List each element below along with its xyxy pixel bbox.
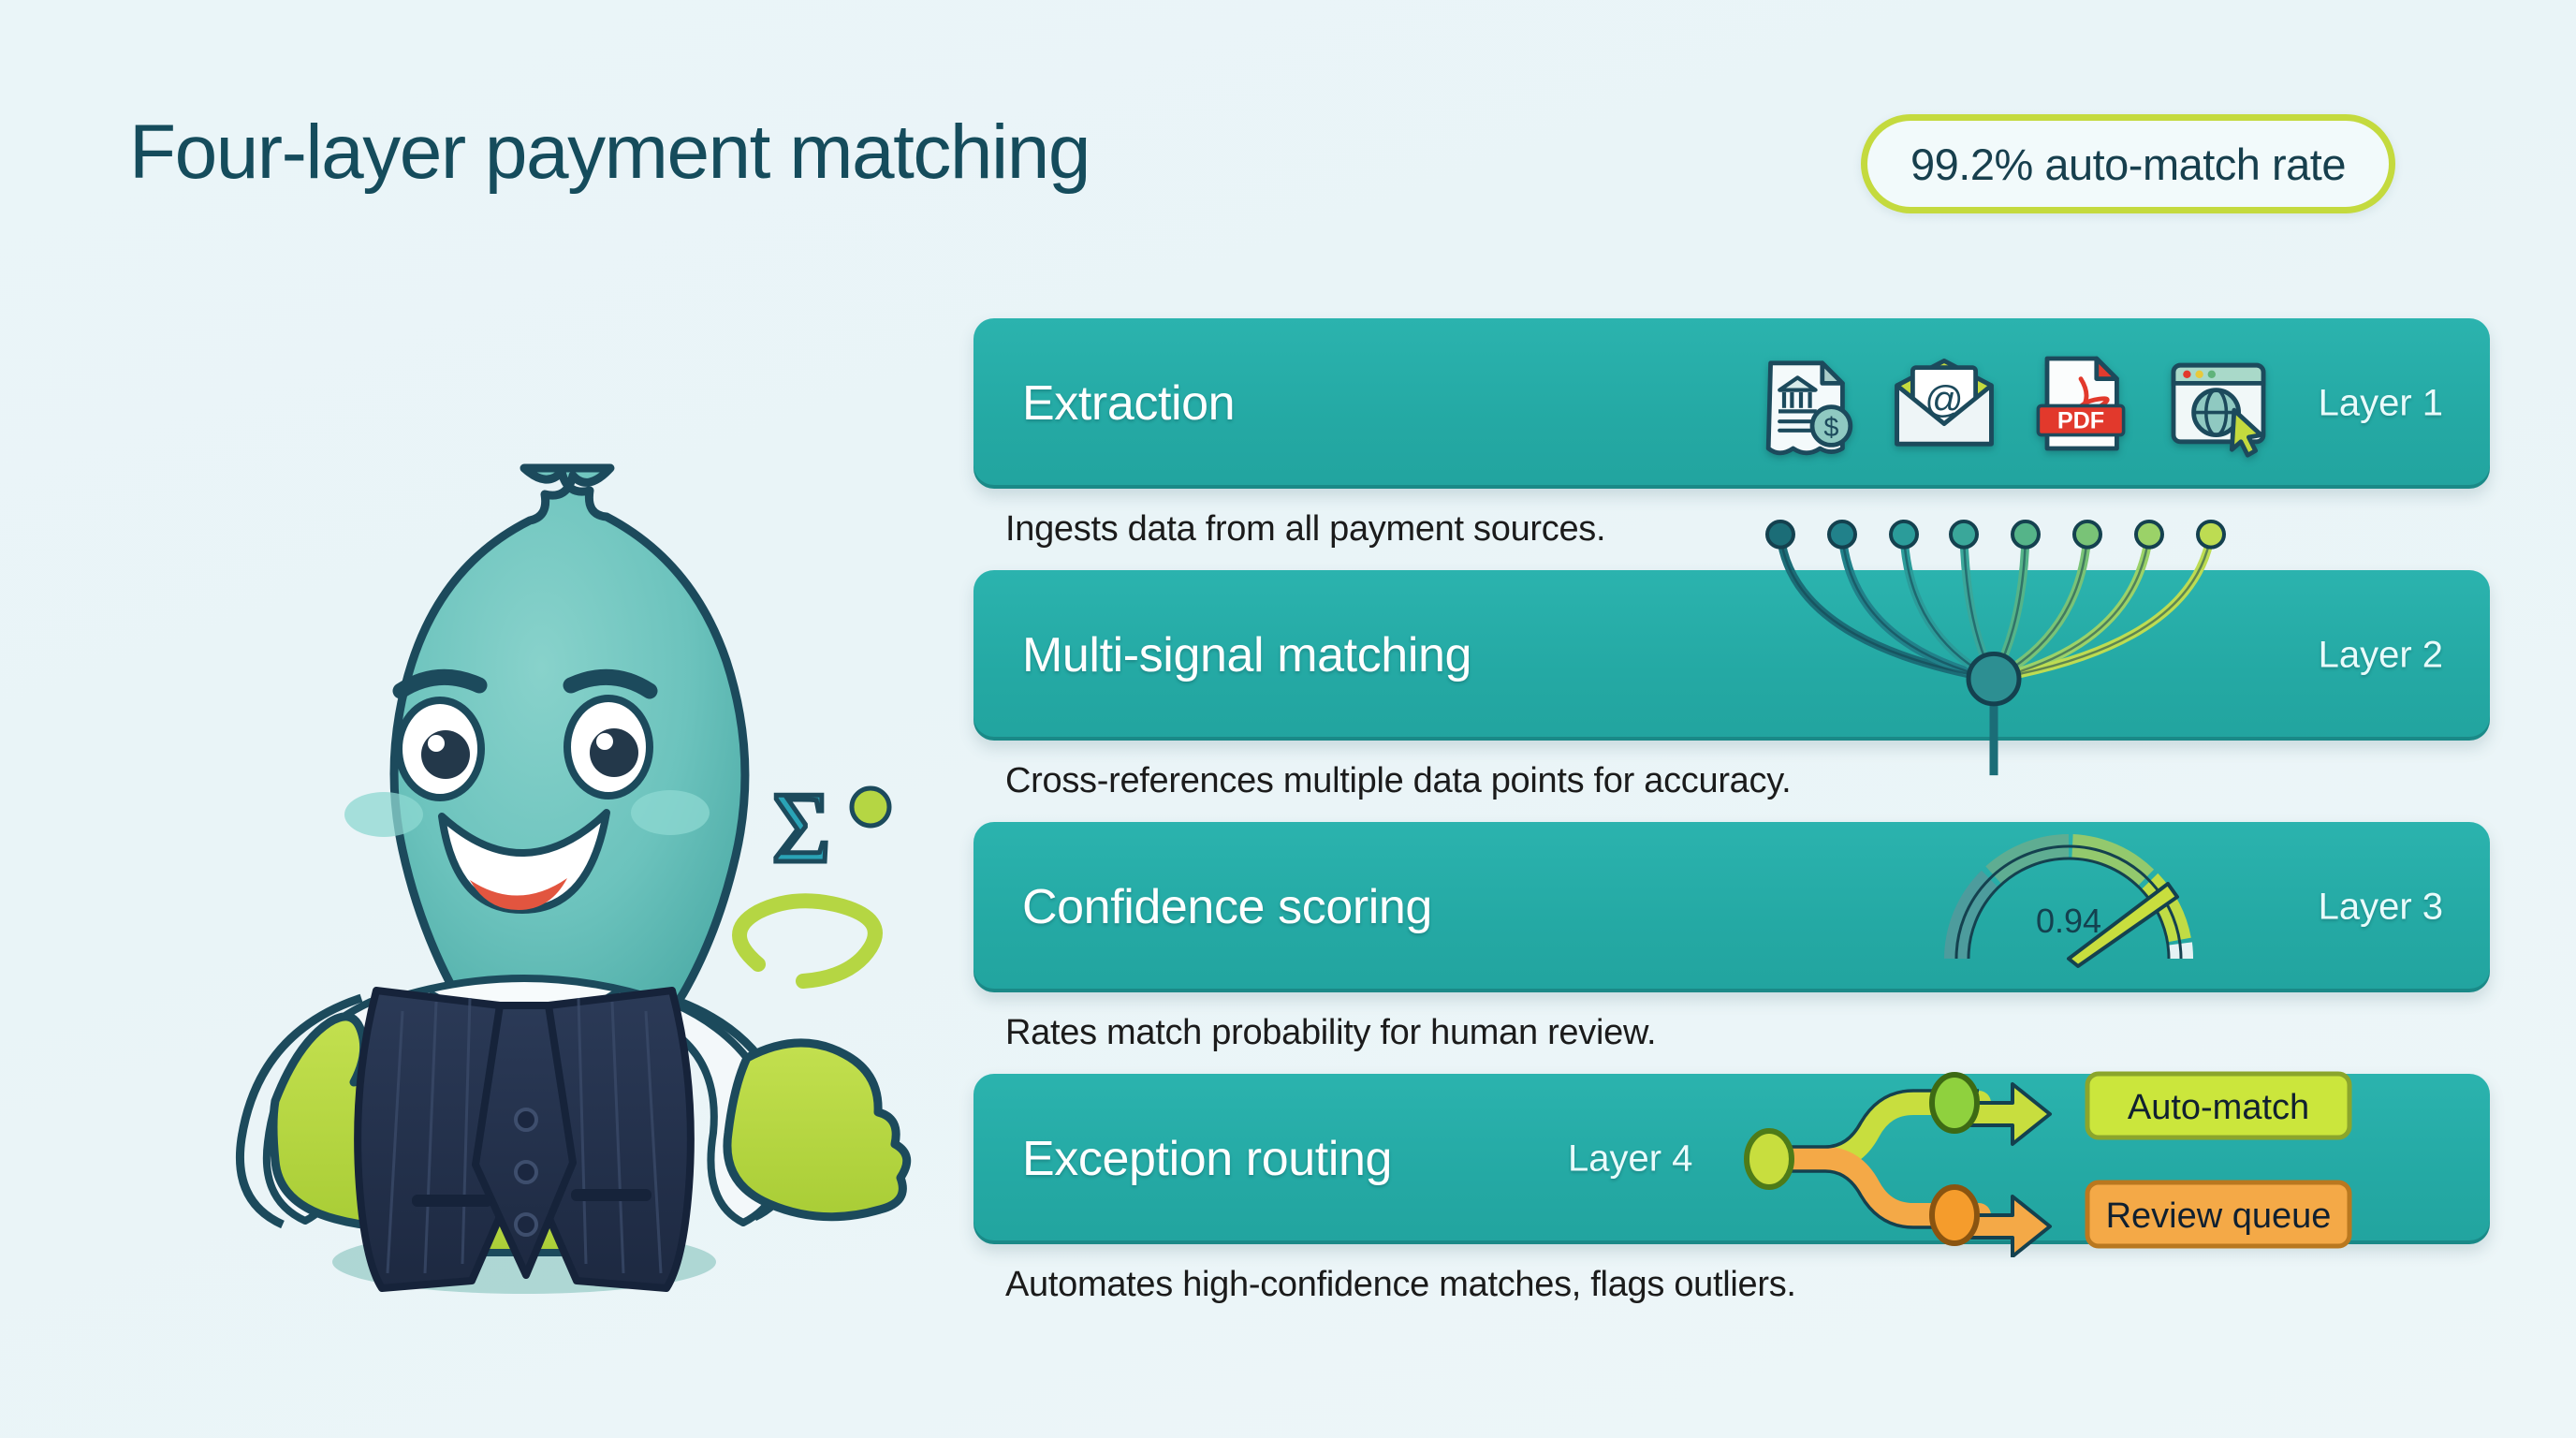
layer-tag-2: Layer 2 [2318,634,2443,676]
auto-match-rate-label: 99.2% auto-match rate [1910,139,2347,189]
layer-block-2: Multi-signal matching [973,519,2490,801]
extraction-icons-group: $ @ [1750,318,2275,489]
layer-bar-confidence-scoring[interactable]: Confidence scoring 0.94 [973,822,2490,992]
layer-caption-3: Rates match probability for human review… [1005,1013,1657,1052]
layer-block-1: Extraction $ [973,318,2490,550]
layer-stack: Extraction $ [973,318,2490,1326]
page-title: Four-layer payment matching [129,110,1090,195]
outcome-chip-review-queue: Review queue [2085,1180,2352,1249]
email-envelope-icon: @ [1888,347,2000,460]
mascot-sigma-symbol: Σ [732,770,892,989]
mascot-mouth [438,809,610,914]
layer-caption-2: Cross-references multiple data points fo… [1005,761,1792,800]
pdf-document-icon: PDF [2025,347,2137,460]
svg-text:$: $ [1823,413,1838,443]
layer-bar-exception-routing[interactable]: Exception routing Layer 4 [973,1071,2490,1258]
layer-title-1: Extraction [1022,376,1236,431]
mascot-holding-hand [723,1038,912,1222]
layer-bar-multi-signal-matching[interactable]: Multi-signal matching [973,519,2490,776]
svg-text:Review queue: Review queue [2106,1196,2332,1236]
layer-tag-1: Layer 1 [2318,382,2443,424]
svg-text:Σ: Σ [772,772,831,884]
auto-match-rate-badge: 99.2% auto-match rate [1861,114,2395,213]
gauge-value-label: 0.94 [2036,902,2101,940]
layer-block-3: Confidence scoring 0.94 [973,822,2490,1053]
routing-branch-diagram: Auto-match Review queue [1629,1061,2471,1258]
layer-caption-1: Ingests data from all payment sources. [1005,509,1606,549]
mascot-illustration: Σ [103,440,945,1311]
layer-block-4: Exception routing Layer 4 [973,1071,2490,1305]
layer-tag-4: Layer 4 [1568,1137,1693,1180]
confidence-gauge: 0.94 [1928,822,2209,992]
bank-statement-icon: $ [1750,347,1863,460]
web-portal-icon [2162,347,2275,460]
svg-text:Auto-match: Auto-match [2128,1088,2309,1127]
svg-text:@: @ [1925,378,1963,421]
layer-title-3: Confidence scoring [1022,880,1432,934]
layer-title-2: Multi-signal matching [1022,628,1472,682]
layer-tag-3: Layer 3 [2318,886,2443,928]
layer-title-4: Exception routing [1022,1132,1393,1186]
layer-bar-extraction[interactable]: Extraction $ [973,318,2490,489]
layer-caption-4: Automates high-confidence matches, flags… [1005,1265,1796,1304]
signal-fan-diagram [1732,514,2256,783]
svg-text:PDF: PDF [2057,407,2104,433]
outcome-chip-auto-match: Auto-match [2085,1071,2352,1140]
